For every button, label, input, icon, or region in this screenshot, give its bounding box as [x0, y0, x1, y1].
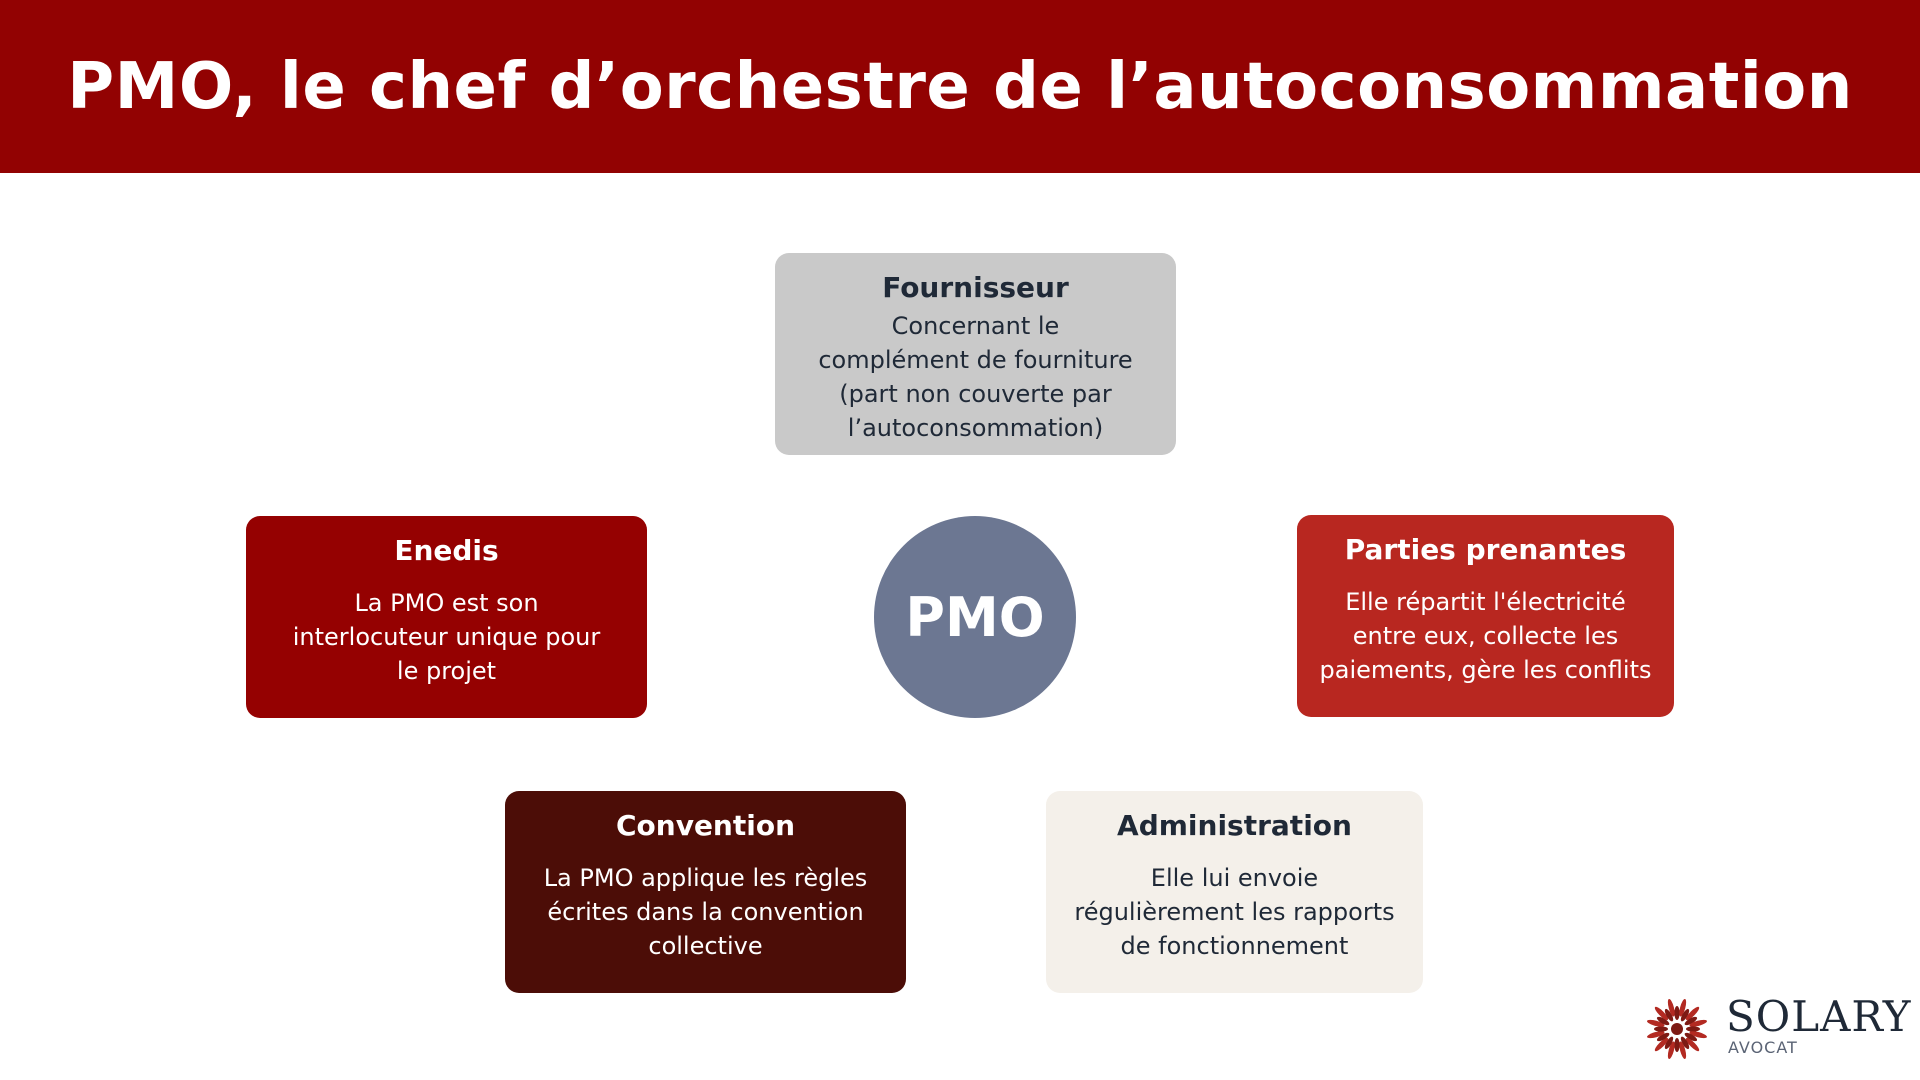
- card-parties-prenantes-desc-line-2: entre eux, collecte les: [1352, 622, 1619, 650]
- solary-logo: SOLARY AVOCAT: [1644, 992, 1910, 1060]
- card-fournisseur-desc-line-2: complément de fourniture: [818, 346, 1133, 374]
- logo-petal: [1647, 1019, 1665, 1027]
- title-banner: PMO, le chef d’orchestre de l’autoconsom…: [0, 0, 1920, 173]
- card-administration-desc-line-1: Elle lui envoie: [1150, 864, 1319, 892]
- card-fournisseur-desc-line-4: l’autoconsommation): [847, 414, 1104, 442]
- logo-petal: [1684, 1016, 1698, 1026]
- card-convention: Convention La PMO applique les règles éc…: [505, 791, 906, 993]
- card-enedis-desc-line-2: interlocuteur unique pour: [292, 623, 601, 651]
- logo-petal: [1674, 1006, 1680, 1020]
- card-convention-desc: La PMO applique les règles écrites dans …: [544, 861, 868, 963]
- card-convention-desc-line-2: écrites dans la convention: [547, 898, 864, 926]
- card-convention-title: Convention: [615, 809, 796, 842]
- card-parties-prenantes-desc-line-1: Elle répartit l'électricité: [1345, 588, 1626, 616]
- logo-petal: [1664, 1036, 1674, 1050]
- logo-petal: [1656, 1032, 1670, 1042]
- logo-petal: [1667, 1041, 1675, 1059]
- card-convention-desc-line-3: collective: [648, 932, 763, 960]
- card-parties-prenantes: Parties prenantes Elle répartit l'électr…: [1297, 515, 1674, 717]
- card-enedis-desc-line-1: La PMO est son: [354, 589, 539, 617]
- card-enedis-desc-line-3: le projet: [396, 657, 497, 685]
- logo-petal: [1656, 1016, 1670, 1026]
- card-administration-desc: Elle lui envoie régulièrement les rappor…: [1074, 861, 1394, 963]
- logo-petal: [1674, 1038, 1680, 1052]
- card-convention-desc-line-1: La PMO applique les règles: [543, 864, 868, 892]
- logo-petal: [1679, 999, 1687, 1017]
- logo-petal: [1654, 1037, 1669, 1052]
- logo-petal: [1647, 1031, 1665, 1039]
- card-fournisseur-desc: Concernant le complément de fourniture (…: [818, 309, 1132, 445]
- card-administration-desc-line-2: régulièrement les rapports: [1074, 898, 1395, 926]
- card-administration-desc-line-3: de fonctionnement: [1120, 932, 1349, 960]
- logo-petal: [1685, 1037, 1700, 1052]
- sunburst-logo-icon: [1647, 999, 1707, 1059]
- card-fournisseur-title: Fournisseur: [882, 271, 1069, 304]
- card-fournisseur-desc-line-3: (part non couverte par: [839, 380, 1112, 408]
- page-title: PMO, le chef d’orchestre de l’autoconsom…: [67, 49, 1853, 124]
- logo-petal: [1680, 1008, 1690, 1022]
- logo-petal: [1684, 1032, 1698, 1042]
- card-enedis: Enedis La PMO est son interlocuteur uniq…: [246, 516, 647, 718]
- logo-petal: [1667, 999, 1675, 1017]
- logo-petal: [1680, 1036, 1690, 1050]
- card-fournisseur: Fournisseur Concernant le complément de …: [775, 253, 1176, 455]
- card-fournisseur-desc-line-1: Concernant le: [891, 312, 1060, 340]
- logo-petal: [1654, 1026, 1668, 1032]
- logo-petal: [1654, 1006, 1669, 1021]
- logo-petal: [1689, 1031, 1707, 1039]
- card-administration: Administration Elle lui envoie régulière…: [1046, 791, 1423, 993]
- card-parties-prenantes-desc-line-3: paiements, gère les conflits: [1319, 656, 1652, 684]
- logo-petal: [1685, 1006, 1700, 1021]
- logo-petal: [1664, 1008, 1674, 1022]
- card-parties-prenantes-desc: Elle répartit l'électricité entre eux, c…: [1320, 585, 1652, 687]
- card-enedis-desc: La PMO est son interlocuteur unique pour…: [293, 586, 601, 688]
- logo-name: SOLARY: [1726, 992, 1912, 1041]
- logo-petal: [1686, 1026, 1700, 1032]
- card-enedis-title: Enedis: [394, 534, 499, 567]
- card-administration-title: Administration: [1117, 809, 1352, 842]
- logo-petal: [1689, 1019, 1707, 1027]
- card-parties-prenantes-title: Parties prenantes: [1344, 533, 1627, 566]
- logo-petal: [1679, 1041, 1687, 1059]
- pmo-hub-label: PMO: [905, 585, 1045, 649]
- pmo-hub-circle: PMO: [874, 516, 1076, 718]
- logo-subtitle: AVOCAT: [1728, 1038, 1798, 1057]
